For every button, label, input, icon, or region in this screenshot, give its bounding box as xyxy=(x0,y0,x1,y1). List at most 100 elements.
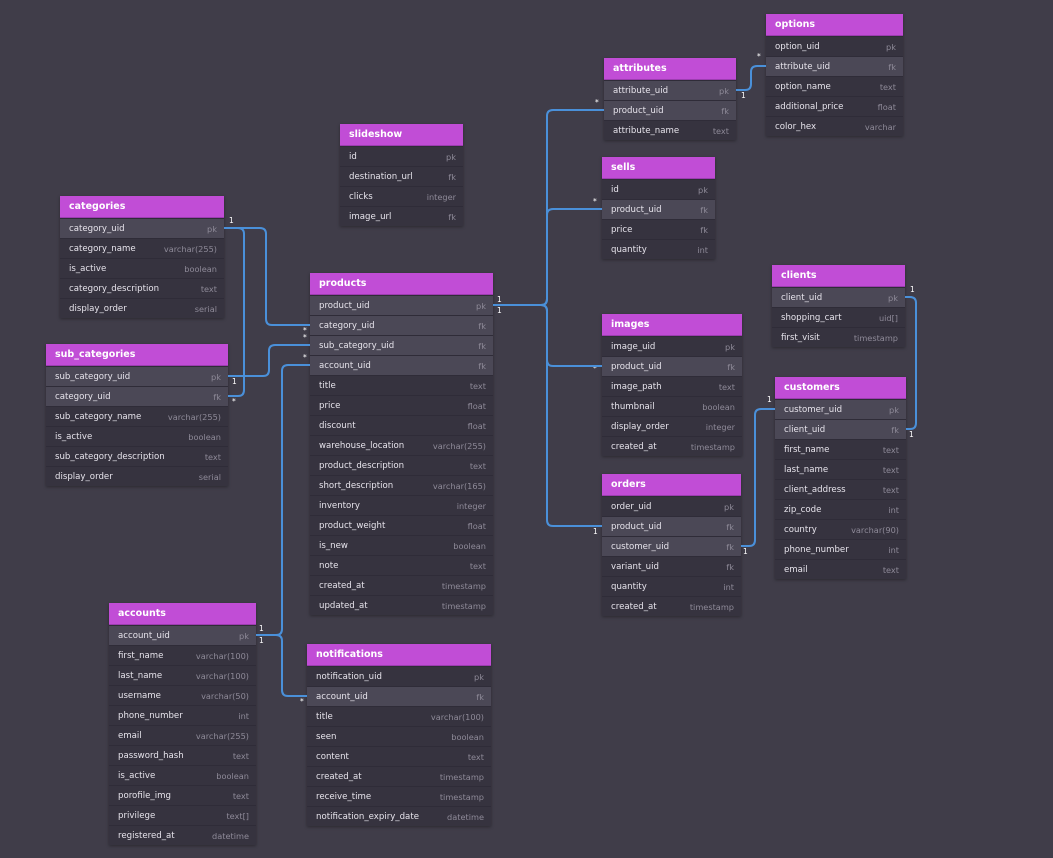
table-header[interactable]: customers xyxy=(775,377,906,399)
table-header[interactable]: attributes xyxy=(604,58,736,80)
table-header[interactable]: options xyxy=(766,14,903,36)
table-header[interactable]: products xyxy=(310,273,493,295)
table-header[interactable]: accounts xyxy=(109,603,256,625)
table-header[interactable]: images xyxy=(602,314,742,336)
table-header[interactable]: sells xyxy=(602,157,715,179)
table-header[interactable]: orders xyxy=(602,474,741,496)
table-header[interactable]: slideshow xyxy=(340,124,463,146)
table-header[interactable]: categories xyxy=(60,196,224,218)
table-header[interactable]: notifications xyxy=(307,644,491,666)
